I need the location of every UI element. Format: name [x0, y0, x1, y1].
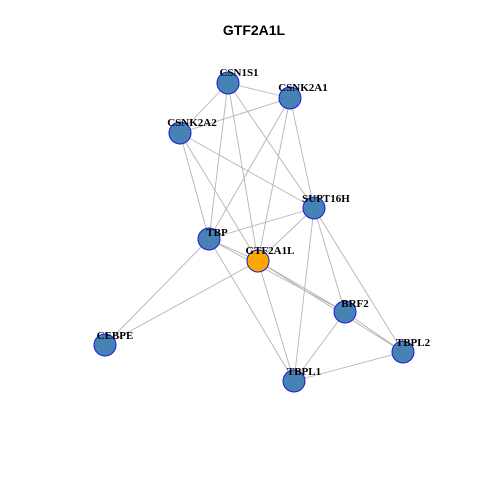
node-csnk2a2: CSNK2A2	[167, 117, 217, 145]
node-brf2: BRF2	[333, 298, 369, 324]
diagram-title: GTF2A1L	[223, 22, 286, 38]
edge-csn1s1-gtf2a1l	[227, 82, 259, 262]
edge-tbp-cebpe	[104, 238, 210, 346]
node-label-supt16h: SUPT16H	[302, 193, 350, 205]
node-tbpl1: TBPL1	[282, 366, 321, 393]
node-circle-csnk2a2	[168, 121, 192, 145]
edge-tbpl2-tbpl1	[293, 351, 404, 382]
node-label-csnk2a2: CSNK2A2	[167, 117, 217, 129]
node-label-tbpl2: TBPL2	[396, 337, 431, 349]
node-circle-brf2	[333, 300, 357, 324]
node-circle-csnk2a1	[278, 86, 302, 110]
node-label-cebpe: CEBPE	[97, 330, 134, 342]
node-cebpe: CEBPE	[93, 330, 134, 357]
edge-tbp-brf2	[208, 238, 346, 313]
node-label-brf2: BRF2	[341, 298, 369, 310]
edge-csnk2a1-tbp	[208, 97, 291, 240]
edge-csn1s1-supt16h	[227, 82, 315, 209]
edge-csnk2a2-supt16h	[179, 132, 315, 209]
node-circle-tbpl1	[282, 369, 306, 393]
node-csnk2a1: CSNK2A1	[278, 82, 328, 110]
node-circle-tbpl2	[391, 340, 415, 364]
node-supt16h: SUPT16H	[302, 193, 350, 220]
edge-gtf2a1l-brf2	[257, 260, 346, 313]
node-tbpl2: TBPL2	[391, 337, 431, 364]
node-label-csn1s1: CSN1S1	[219, 67, 258, 79]
node-csn1s1: CSN1S1	[216, 67, 259, 95]
edge-supt16h-tbpl2	[313, 207, 404, 353]
edge-csn1s1-csnk2a2	[179, 82, 229, 134]
node-circle-cebpe	[93, 333, 117, 357]
edge-supt16h-tbp	[208, 207, 315, 240]
node-gtf2a1l: GTF2A1L	[246, 245, 295, 273]
edge-csnk2a1-gtf2a1l	[257, 97, 291, 262]
edge-gtf2a1l-tbpl2	[257, 260, 404, 353]
edge-csnk2a1-supt16h	[289, 97, 315, 209]
edge-tbp-tbpl1	[208, 238, 295, 382]
node-circle-tbp	[197, 227, 221, 251]
edge-supt16h-gtf2a1l	[257, 207, 315, 262]
node-label-tbp: TBP	[206, 227, 228, 239]
edge-supt16h-tbpl1	[293, 207, 315, 382]
edge-gtf2a1l-tbpl1	[257, 260, 295, 382]
edge-group	[104, 82, 404, 382]
node-circle-csn1s1	[216, 71, 240, 95]
node-tbp: TBP	[197, 227, 228, 251]
node-label-csnk2a1: CSNK2A1	[278, 82, 328, 94]
edge-csnk2a2-gtf2a1l	[179, 132, 259, 262]
node-circle-gtf2a1l	[246, 249, 270, 273]
edge-csnk2a1-csnk2a2	[179, 97, 291, 134]
edge-supt16h-brf2	[313, 207, 346, 313]
edge-gtf2a1l-cebpe	[104, 260, 259, 346]
node-label-tbpl1: TBPL1	[287, 366, 321, 378]
edge-csnk2a2-tbp	[179, 132, 210, 240]
edge-csn1s1-tbp	[208, 82, 229, 240]
node-label-gtf2a1l: GTF2A1L	[246, 245, 295, 257]
edge-brf2-tbpl1	[293, 311, 346, 382]
edge-brf2-tbpl2	[344, 311, 404, 353]
node-circle-supt16h	[302, 196, 326, 220]
